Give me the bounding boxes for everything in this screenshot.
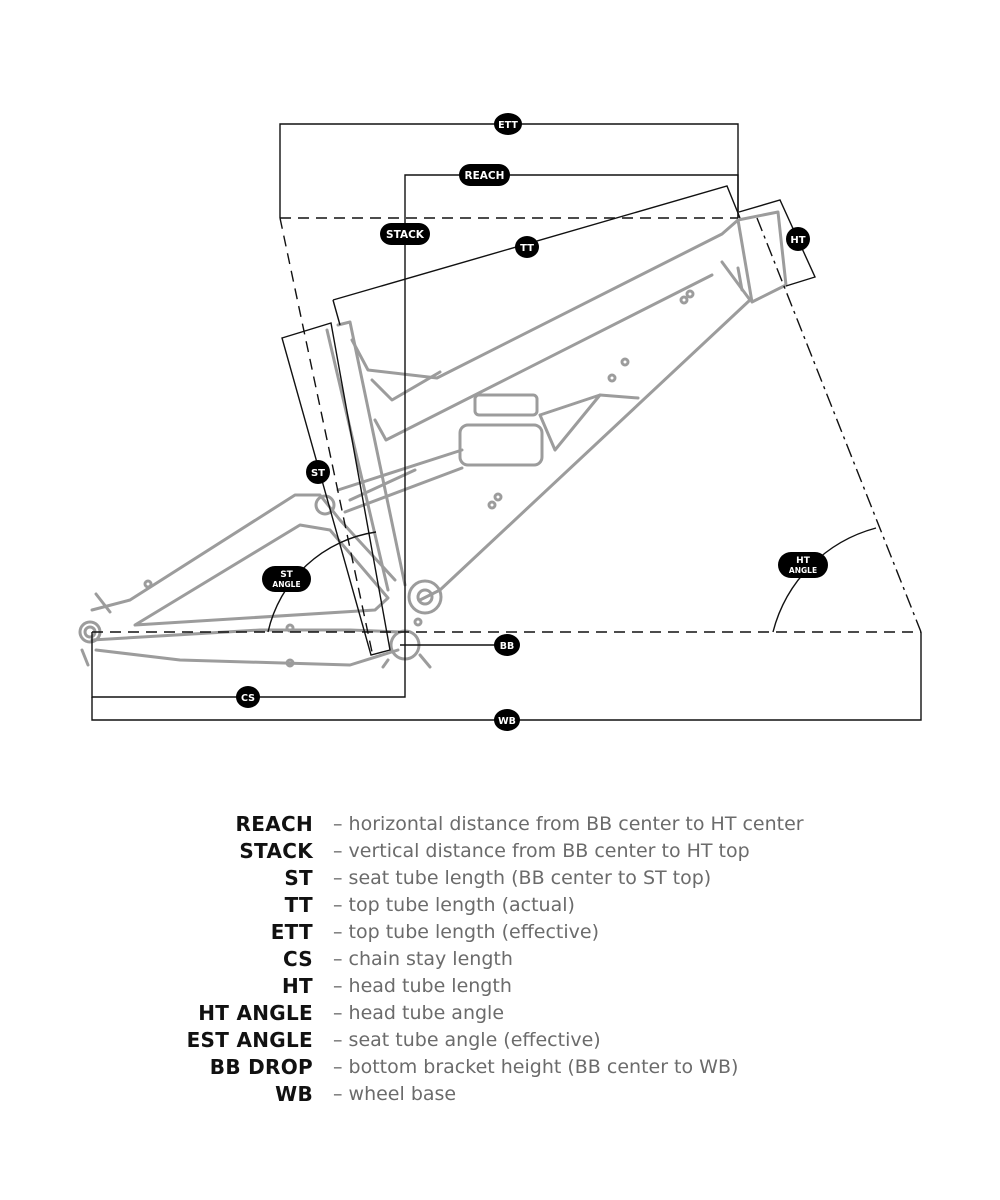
svg-text:ANGLE: ANGLE (272, 580, 300, 589)
tt-line (332, 185, 741, 301)
legend-row: ST – seat tube length (BB center to ST to… (0, 864, 1000, 891)
legend-term: CS (282, 947, 313, 972)
label-stack: STACK (380, 223, 430, 245)
legend-term: TT (284, 892, 313, 917)
legend-term: ST (284, 865, 313, 890)
legend-description: – bottom bracket height (BB center to WB… (333, 1056, 739, 1079)
label-tt: TT (515, 236, 539, 258)
legend-row: REACH – horizontal distance from BB cente… (0, 810, 1000, 837)
legend-term: HT ANGLE (198, 1001, 313, 1026)
legend-row: ETT – top tube length (effective) (0, 918, 1000, 945)
dashed-lines (92, 217, 922, 653)
label-reach: REACH (459, 164, 510, 186)
label-wb: WB (494, 709, 520, 731)
legend-description: – seat tube angle (effective) (333, 1029, 601, 1052)
legend-description: – top tube length (effective) (333, 920, 599, 943)
legend-term: HT (282, 974, 313, 999)
legend-row: HT ANGLE – head tube angle (0, 1000, 1000, 1027)
svg-text:ST: ST (311, 468, 325, 479)
legend-description: – seat tube length (BB center to ST top) (333, 866, 712, 889)
measurement-lines (91, 123, 922, 721)
svg-text:STACK: STACK (386, 229, 425, 241)
label-ht-angle: HT ANGLE (778, 552, 828, 578)
bike-frame (78, 210, 788, 669)
legend: REACH – horizontal distance from BB cente… (0, 810, 1000, 1108)
legend-row: STACK – vertical distance from BB center … (0, 837, 1000, 864)
legend-description: – head tube length (333, 975, 512, 998)
legend-term: WB (275, 1082, 313, 1107)
st-angle-arc (267, 531, 377, 633)
legend-description: – chain stay length (333, 948, 513, 971)
svg-text:ANGLE: ANGLE (789, 566, 817, 575)
legend-description: – vertical distance from BB center to HT… (333, 839, 750, 862)
legend-row: WB – wheel base (0, 1081, 1000, 1108)
geometry-diagram: ETT REACH STACK TT HT ST ST ANGLE HT ANG… (78, 113, 922, 731)
label-bb: BB (494, 634, 520, 656)
svg-text:BB: BB (500, 641, 514, 652)
label-ett: ETT (494, 113, 522, 135)
legend-description: – top tube length (actual) (333, 893, 575, 916)
svg-text:HT: HT (796, 556, 811, 566)
legend-term: BB DROP (209, 1055, 313, 1080)
svg-text:ETT: ETT (498, 120, 518, 131)
ht-angle-arc (772, 527, 877, 633)
legend-row: EST ANGLE – seat tube angle (effective) (0, 1027, 1000, 1054)
legend-row: TT – top tube length (actual) (0, 891, 1000, 918)
legend-description: – wheel base (333, 1083, 457, 1106)
label-st-angle: ST ANGLE (262, 566, 311, 592)
label-ht: HT (786, 227, 810, 251)
svg-text:ST: ST (280, 570, 293, 580)
svg-text:REACH: REACH (465, 170, 505, 182)
legend-description: – head tube angle (333, 1002, 505, 1025)
legend-description: – horizontal distance from BB center to … (333, 812, 804, 835)
legend-term: EST ANGLE (186, 1028, 313, 1053)
label-cs: CS (236, 686, 260, 708)
legend-term: STACK (239, 838, 313, 863)
legend-row: BB DROP – bottom bracket height (BB cente… (0, 1054, 1000, 1081)
legend-term: REACH (235, 811, 313, 836)
svg-text:TT: TT (520, 243, 534, 254)
legend-row: HT – head tube length (0, 973, 1000, 1000)
svg-text:HT: HT (790, 235, 805, 246)
svg-text:CS: CS (241, 693, 255, 704)
reach-line (404, 174, 739, 645)
legend-row: CS – chain stay length (0, 945, 1000, 972)
label-st: ST (306, 460, 330, 484)
svg-text:WB: WB (498, 716, 516, 727)
legend-term: ETT (270, 919, 313, 944)
st-line (281, 322, 391, 656)
